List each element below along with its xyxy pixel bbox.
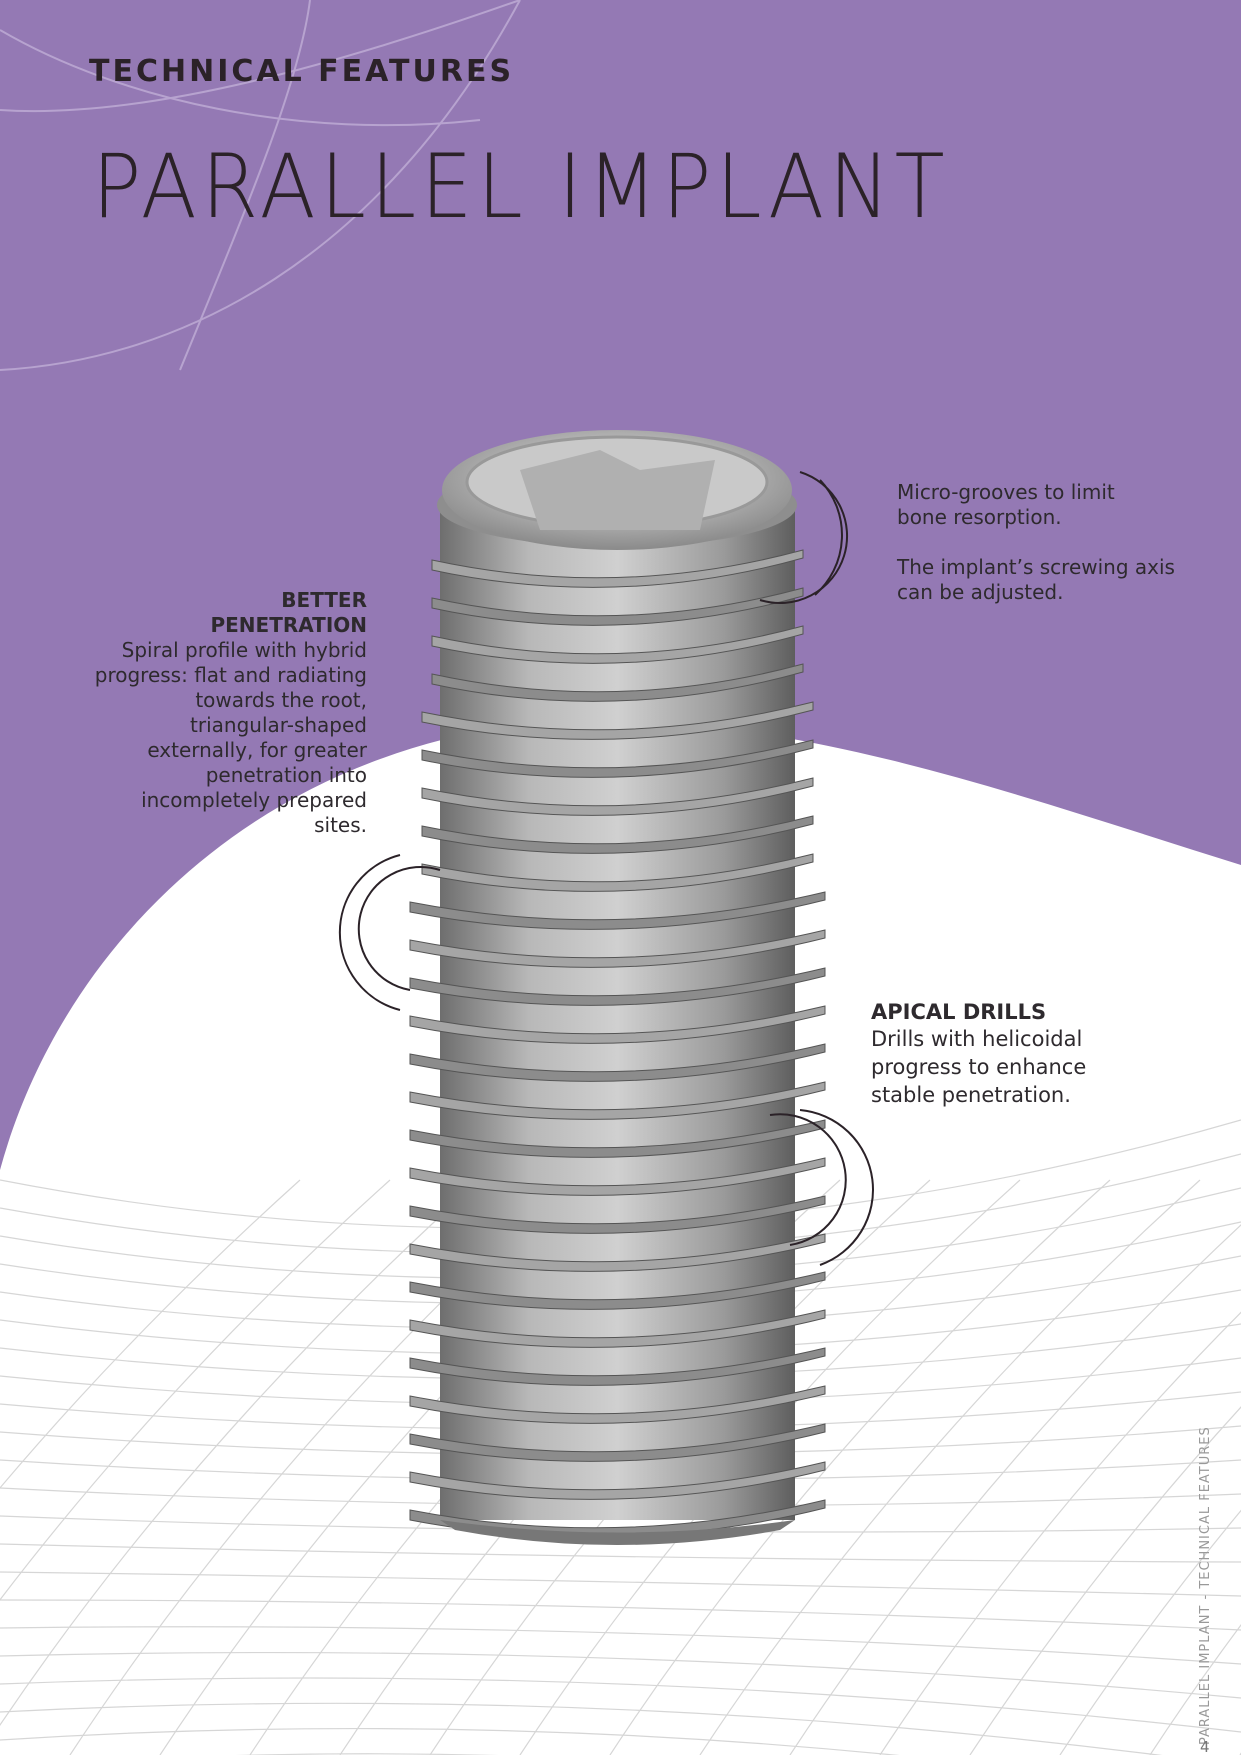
section-kicker: TECHNICAL FEATURES — [89, 54, 515, 89]
callout-line: penetration into — [205, 763, 367, 787]
implant-thread — [409, 967, 826, 1006]
grid-line — [789, 1224, 1241, 1755]
grid-line — [609, 1179, 1111, 1755]
implant-thread — [431, 625, 804, 664]
implant-thread — [409, 891, 826, 930]
implant-thread — [431, 549, 804, 588]
grid-line — [1059, 1509, 1241, 1755]
callout-line: sites. — [314, 813, 367, 837]
implant-thread — [409, 1309, 826, 1348]
callout-heading: APICAL DRILLS — [871, 1000, 1047, 1024]
grid-line — [0, 1543, 1241, 1563]
page-number: 4 — [1200, 1738, 1210, 1756]
implant-thread — [409, 1195, 826, 1234]
implant-thread — [409, 1005, 826, 1044]
running-title-text: PARALLEL IMPLANT - TECHNICAL FEATURES — [1198, 1426, 1213, 1745]
implant-thread — [421, 777, 814, 816]
implant-thread — [409, 1157, 826, 1196]
implant-thread — [409, 1385, 826, 1424]
grid-line — [1149, 1623, 1241, 1755]
implant-thread — [421, 815, 814, 854]
implant-thread — [431, 663, 804, 702]
callout-micro-grooves: Micro-grooves to limit bone resorption. … — [897, 480, 1197, 605]
implant-thread — [409, 1119, 826, 1158]
implant-thread — [409, 1423, 826, 1462]
grid-line — [0, 1179, 391, 1601]
callout-line: Micro-grooves to limit — [897, 480, 1115, 504]
grid-line — [0, 1702, 1163, 1755]
implant-thread — [409, 1043, 826, 1082]
grid-line — [0, 1179, 301, 1489]
callout-line: Spiral profile with hybrid — [121, 638, 367, 662]
grid-line — [0, 1727, 900, 1755]
implant-thread — [409, 1233, 826, 1272]
grid-line — [0, 1571, 1241, 1597]
callout-line: triangular-shaped — [190, 713, 367, 737]
callout-line: bone resorption. — [897, 505, 1062, 529]
callout-heading: PENETRATION — [210, 613, 367, 637]
grid-line — [0, 1626, 1241, 1665]
callout-line: progress: flat and radiating — [94, 663, 367, 687]
callout-line: incompletely prepared — [141, 788, 367, 812]
implant-thread — [409, 1081, 826, 1120]
grid-line — [879, 1311, 1241, 1755]
grid-line — [0, 1179, 481, 1727]
implant-thread — [409, 929, 826, 968]
implant-thread — [421, 739, 814, 778]
grid-line — [699, 1179, 1201, 1755]
callout-line: The implant’s screwing axis — [897, 555, 1175, 579]
decorative-arcs — [0, 0, 521, 371]
implant-thread — [421, 853, 814, 892]
callout-apical-drills: APICAL DRILLS Drills with helicoidal pro… — [871, 1000, 1131, 1109]
callout-arcs — [338, 471, 874, 1266]
callout-heading: BETTER — [281, 588, 367, 612]
page-title: PARALLEL IMPLANT — [92, 135, 950, 238]
implant-thread — [409, 1347, 826, 1386]
callout-line: towards the root, — [195, 688, 367, 712]
grid-line — [0, 1651, 1241, 1699]
implant-thread — [409, 1271, 826, 1310]
grid-line — [0, 1677, 1241, 1733]
callout-line: stable penetration. — [871, 1083, 1071, 1107]
callout-line: can be adjusted. — [897, 580, 1064, 604]
grid-line — [0, 1599, 1241, 1631]
callout-better-penetration: BETTER PENETRATION Spiral profile with h… — [67, 588, 367, 838]
grid-line — [969, 1406, 1241, 1755]
implant-image — [409, 430, 826, 1545]
implant-thread — [421, 701, 814, 740]
callout-line: progress to enhance — [871, 1055, 1087, 1079]
callout-line: externally, for greater — [147, 738, 367, 762]
implant-thread — [409, 1461, 826, 1500]
callout-line: Drills with helicoidal — [871, 1027, 1083, 1051]
implant-thread — [431, 587, 804, 626]
